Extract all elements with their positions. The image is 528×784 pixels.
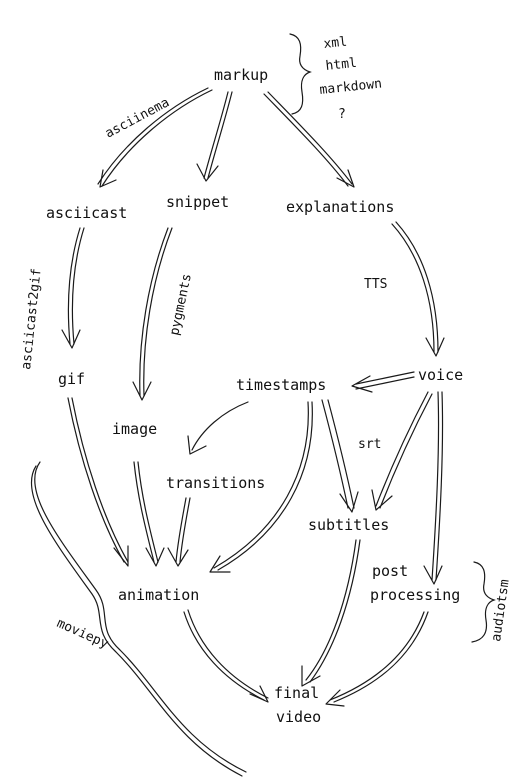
edge-markup-explanations — [267, 91, 353, 185]
node-post-line2: processing — [370, 586, 460, 604]
markup-formats-brace — [289, 33, 312, 115]
edge-timestamps-animation-double — [217, 401, 313, 571]
edge-label-moviepy: moviepy — [54, 616, 110, 652]
node-final-line1: final — [274, 684, 319, 702]
node-timestamps: timestamps — [236, 376, 326, 394]
arrowhead-voice — [425, 337, 445, 357]
arrowhead-subtitles-b — [371, 489, 393, 511]
arrowhead-final-post — [325, 689, 345, 707]
edge-markup-asciicast-double — [97, 87, 209, 185]
node-markup: markup — [214, 66, 268, 84]
edge-gif-animation — [67, 397, 125, 563]
edge-voice-subtitles — [375, 391, 429, 507]
edge-timestamps-animation — [213, 401, 309, 569]
edge-animation-final — [183, 611, 265, 701]
edge-subtitles-final-double — [309, 539, 361, 683]
edge-voice-timestamps-double — [355, 376, 415, 390]
node-final-line2: video — [276, 708, 321, 726]
edge-voice-subtitles-double — [379, 393, 433, 509]
arrowhead-timestamps — [351, 375, 373, 393]
arrowhead-animation-gif — [113, 545, 129, 567]
edge-image-animation — [133, 461, 155, 563]
edge-timestamps-transitions — [191, 401, 249, 451]
node-voice: voice — [418, 366, 463, 384]
edge-moviepy — [34, 461, 247, 773]
edge-asciicast-gif — [67, 227, 81, 345]
edge-transitions-animation — [175, 497, 187, 563]
arrowhead-asciicast — [99, 169, 117, 188]
markup-format-unknown: ? — [338, 107, 346, 122]
edge-animation-final-double — [187, 609, 269, 699]
node-image: image — [112, 420, 157, 438]
edge-subtitles-final — [305, 539, 357, 681]
edge-snippet-image-double — [143, 227, 173, 397]
edge-timestamps-subtitles — [321, 399, 349, 509]
edge-label-audiotsm: audiotsm — [489, 578, 513, 642]
edge-post-final-double — [333, 611, 429, 703]
node-snippet: snippet — [166, 193, 229, 211]
edge-transitions-animation-double — [179, 497, 191, 563]
arrowhead-gif — [61, 329, 81, 349]
edges — [30, 87, 445, 777]
audiotsm-brace — [471, 561, 496, 643]
edge-moviepy-double — [30, 465, 243, 777]
node-transitions: transitions — [166, 474, 265, 492]
edge-voice-post — [431, 391, 440, 581]
markup-format-markdown: markdown — [319, 77, 383, 98]
markup-formats: xml html markdown ? — [319, 35, 383, 122]
edge-label-srt: srt — [358, 437, 381, 452]
edge-gif-animation-double — [71, 397, 129, 563]
arrowhead-explanations — [336, 169, 355, 188]
edge-label-pygments: pygments — [167, 272, 195, 336]
edge-label-asciinema: asciinema — [103, 95, 172, 141]
edge-label-tts: TTS — [364, 277, 387, 292]
nodes: markup asciicast snippet explanations gi… — [46, 66, 463, 726]
arrowhead-final-animation — [249, 685, 269, 703]
edge-label-asciicast2gif: asciicast2gif — [19, 268, 45, 371]
node-post-line1: post — [372, 562, 408, 580]
node-subtitles: subtitles — [308, 516, 389, 534]
arrowhead-transitions — [187, 435, 207, 455]
edge-markup-snippet — [207, 91, 233, 179]
arrowhead-post — [423, 565, 443, 585]
node-gif: gif — [58, 370, 85, 388]
edge-markup-snippet-double — [203, 91, 229, 179]
arrowhead-animation-image — [145, 547, 165, 567]
edge-explanations-voice-double — [395, 221, 439, 353]
arrowhead-final-subtitles — [301, 665, 321, 687]
edge-explanations-voice — [391, 223, 435, 353]
braces — [289, 33, 496, 643]
arrowhead-animation-timestamps — [209, 555, 231, 573]
edge-timestamps-subtitles-double — [327, 399, 355, 509]
edge-voice-post-double — [435, 391, 444, 581]
arrowhead-snippet — [196, 163, 219, 182]
markup-format-html: html — [325, 56, 358, 74]
node-animation: animation — [118, 586, 199, 604]
arrowhead-image — [132, 381, 152, 401]
arrowhead-animation-transitions — [167, 547, 189, 567]
markup-format-xml: xml — [323, 35, 348, 52]
edge-snippet-image — [139, 227, 169, 397]
edge-markup-asciicast — [101, 89, 213, 187]
edge-markup-explanations-double — [263, 93, 349, 187]
edge-voice-timestamps — [355, 371, 415, 385]
arrowhead-subtitles-a — [339, 491, 359, 513]
node-explanations: explanations — [286, 198, 394, 216]
edge-asciicast-gif-double — [71, 227, 85, 345]
edge-image-animation-double — [137, 461, 159, 563]
edge-post-final — [329, 611, 425, 701]
node-asciicast: asciicast — [46, 204, 127, 222]
